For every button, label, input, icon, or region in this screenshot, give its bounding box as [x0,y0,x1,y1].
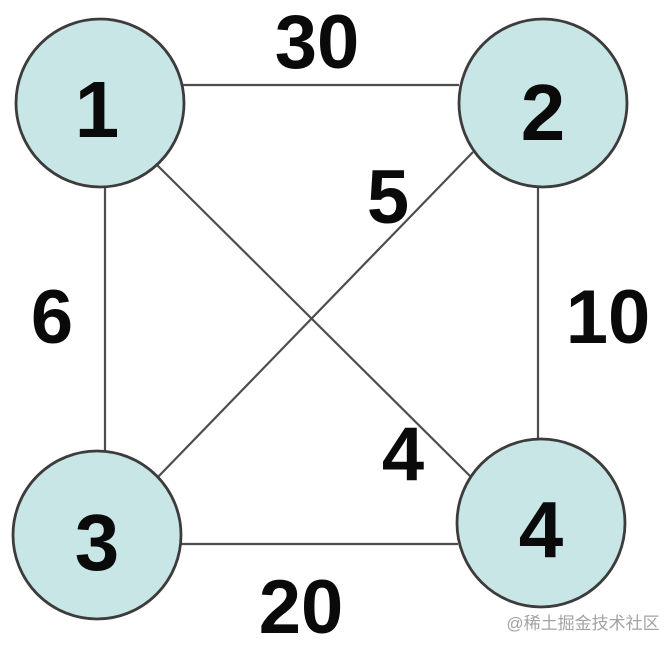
node-1-circle [14,17,186,189]
edge-weight-1-2: 30 [275,0,360,85]
watermark: @稀土掘金技术社区 [506,614,659,633]
edge-layer [103,83,540,546]
edge-weight-3-4: 20 [259,565,344,646]
edge-1-4 [156,164,471,477]
node-1-label: 1 [75,65,120,154]
node-4-label: 4 [519,485,564,574]
node-2-circle [457,17,629,189]
node-3-label: 3 [75,498,120,587]
edge-weight-1-3: 6 [31,275,73,360]
node-1: 1 [14,17,186,189]
node-layer: 1 2 3 4 [11,17,629,621]
node-3-circle [11,449,183,621]
node-2: 2 [457,17,629,189]
node-3: 3 [11,449,183,621]
node-2-label: 2 [521,68,566,157]
node-4-circle [455,437,627,609]
edge-weight-1-4: 4 [382,412,424,497]
edge-weight-2-3: 5 [367,155,409,240]
edge-weight-2-4: 10 [566,275,651,360]
edge-2-3 [156,151,474,479]
node-4: 4 [455,437,627,609]
weight-layer: 30 6 4 5 10 20 [31,0,650,646]
